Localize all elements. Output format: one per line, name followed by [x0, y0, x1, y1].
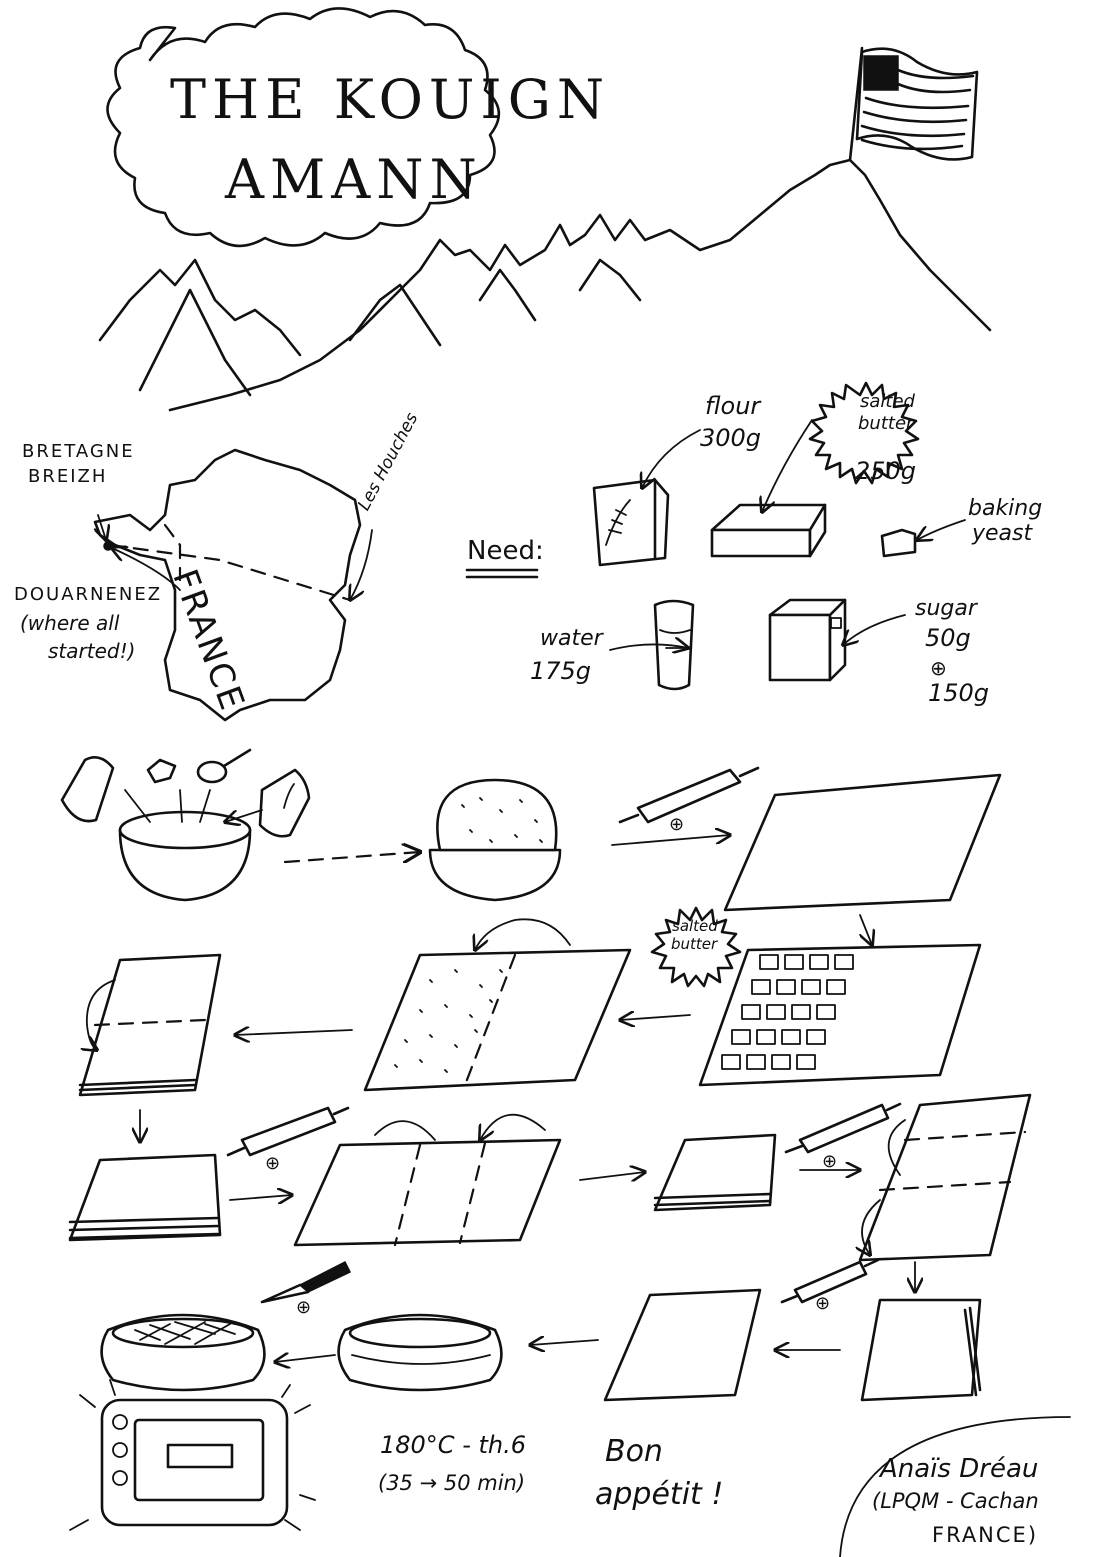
- sugar-plus: ⊕: [930, 656, 947, 680]
- arrow-to-fold-1: [620, 1015, 691, 1020]
- yeast-name-1: baking: [968, 496, 1043, 521]
- yeast-name-2: yeast: [972, 521, 1033, 546]
- step-rolled-sheet-1: [723, 773, 1002, 912]
- title-cloud: [106, 7, 501, 248]
- flour-name: flour: [705, 392, 761, 420]
- arrow-to-tin-scored: [275, 1355, 336, 1362]
- sugar-qty-2: 150g: [928, 679, 990, 707]
- butter-name-2: butter: [858, 413, 914, 434]
- map-origin-note-1: (where all: [20, 611, 120, 635]
- step-folded-stack-4: [860, 1298, 982, 1402]
- map-region-breizh: BREIZH: [28, 466, 108, 487]
- rolling-pin-1: [618, 766, 760, 824]
- bake-temperature: 180°C - th.6: [380, 1431, 527, 1459]
- water-jug: [609, 599, 695, 691]
- step-folded-stack-1: [78, 953, 222, 1097]
- step-folded-stack-3: [653, 1133, 777, 1212]
- water-name: water: [540, 626, 603, 651]
- arrow-mix-to-dough: [283, 852, 420, 862]
- signature-arc: [839, 1416, 1071, 1557]
- water-qty: 175g: [530, 657, 592, 685]
- map-town-douarnenez: DOUARNENEZ: [14, 584, 163, 605]
- map-region-bretagne: BRETAGNE: [22, 441, 135, 462]
- flour-bag: [592, 429, 701, 567]
- closing-line-2: appétit !: [595, 1477, 724, 1512]
- butter-qty: 250g: [855, 457, 917, 485]
- step-tin-scored: [100, 1313, 266, 1392]
- signature-school: (LPQM - Cachan: [872, 1489, 1039, 1513]
- sugar-qty-1: 50g: [925, 624, 971, 652]
- plus-symbol-5: ⊕: [296, 1297, 312, 1318]
- arrow-to-stack-3: [579, 1172, 645, 1180]
- arrow-to-tin: [530, 1340, 599, 1345]
- plus-symbol-1: ⊕: [669, 814, 685, 835]
- signature-name: Anaïs Dréau: [880, 1454, 1039, 1484]
- france-map: [93, 448, 373, 722]
- step-rolled-sheet-4: [603, 1288, 762, 1402]
- rolling-pin-2: [226, 1106, 350, 1157]
- step-folded-stack-2: [68, 1153, 222, 1242]
- step-butter-spread: [363, 918, 632, 1092]
- arrow-to-sheet-2: [229, 1195, 292, 1200]
- butter-block: [710, 381, 920, 558]
- step-dough-bowl: [428, 778, 562, 902]
- flour-qty: 300g: [700, 424, 762, 452]
- ingredients-heading: Need:: [467, 536, 544, 566]
- rolling-pin-4: [780, 1258, 880, 1304]
- breton-flag: [848, 46, 979, 162]
- yeast-cube: [880, 519, 966, 558]
- step-rolled-sheet-2: [293, 1113, 562, 1247]
- step-butter-label-2: butter: [671, 935, 718, 953]
- map-origin-note-2: started!): [48, 639, 136, 663]
- sugar-box: [768, 598, 906, 682]
- knife: [260, 1260, 352, 1304]
- plus-symbol-2: ⊕: [265, 1153, 281, 1174]
- plus-symbol-4: ⊕: [815, 1293, 831, 1314]
- bake-time: (35 → 50 min): [378, 1471, 526, 1495]
- step-rolled-sheet-3: [860, 1093, 1032, 1260]
- step-tin-empty: [337, 1313, 503, 1392]
- title-line-1: THE KOUIGN: [170, 68, 611, 131]
- step-butter-pieces: [650, 906, 982, 1087]
- plus-symbol-3: ⊕: [822, 1151, 838, 1172]
- closing-line-1: Bon: [605, 1434, 663, 1469]
- step-mix-ingredients: [60, 748, 311, 902]
- title-line-2: AMANN: [225, 148, 483, 211]
- mountain-range: [98, 158, 992, 412]
- signature-country: FRANCE): [932, 1523, 1039, 1547]
- sugar-name: sugar: [915, 596, 977, 621]
- arrow-to-fold-2: [235, 1030, 353, 1035]
- butter-name-1: salted: [860, 391, 915, 412]
- step-butter-label-1: salted: [672, 917, 718, 935]
- rolling-pin-3: [784, 1102, 902, 1154]
- oven: [69, 1379, 316, 1531]
- arrow-to-sheet-1: [611, 835, 730, 846]
- need-underline: [465, 568, 539, 579]
